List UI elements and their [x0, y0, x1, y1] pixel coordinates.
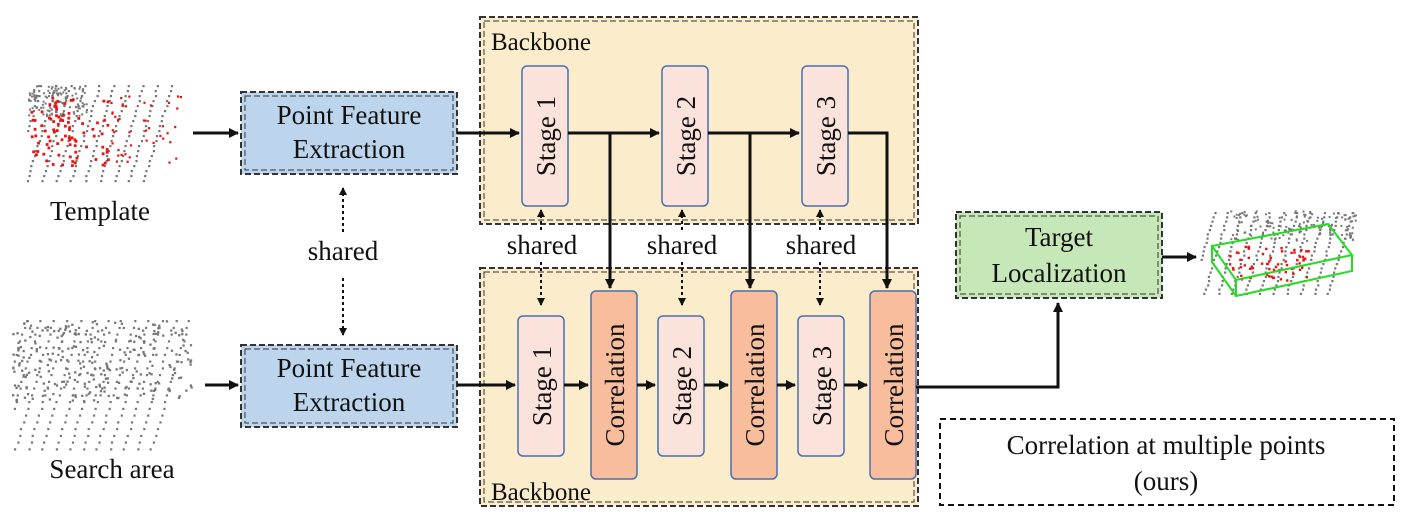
- pfe-bottom-line2: Extraction: [293, 387, 406, 417]
- pfe-bottom-box: Point Feature Extraction: [240, 344, 458, 428]
- backbone-top-title: Backbone: [491, 29, 591, 56]
- legend-line2: (ours): [1134, 466, 1198, 496]
- bottom-stage-1: Stage 1: [517, 315, 565, 457]
- backbone-bottom-title: Backbone: [491, 479, 591, 506]
- search-area-label: Search area: [49, 454, 174, 484]
- top-stage-2-label: Stage 2: [671, 96, 701, 176]
- pfe-shared-label: shared: [308, 236, 379, 266]
- top-stage-3: Stage 3: [801, 65, 849, 207]
- arrow-corr3-to-target: [916, 302, 1063, 389]
- top-stage-1: Stage 1: [521, 65, 569, 207]
- result-pointcloud-icon: [1200, 210, 1357, 298]
- stage1-shared-label: shared: [507, 230, 578, 260]
- correlation-2-label: Correlation: [740, 323, 770, 446]
- target-localization-box: Target Localization: [955, 211, 1163, 299]
- top-stage-3-label: Stage 3: [811, 96, 841, 176]
- template-label: Template: [50, 196, 150, 226]
- correlation-box-3: Correlation: [869, 290, 917, 480]
- stage2-shared-label: shared: [647, 230, 718, 260]
- top-stage-1-label: Stage 1: [531, 96, 561, 176]
- search-pointcloud-icon: [12, 320, 193, 451]
- bottom-stage-2: Stage 2: [657, 315, 705, 457]
- template-pointcloud-icon: [26, 85, 182, 183]
- bottom-stage-3: Stage 3: [797, 315, 845, 457]
- correlation-3-label: Correlation: [879, 323, 909, 446]
- correlation-box-2: Correlation: [730, 290, 778, 480]
- bottom-stage-1-label: Stage 1: [527, 346, 557, 426]
- arrow-top-to-corr3: [848, 131, 892, 289]
- correlation-box-1: Correlation: [590, 290, 638, 480]
- target-line2: Localization: [992, 258, 1127, 288]
- legend-box: Correlation at multiple points (ours): [939, 418, 1395, 506]
- legend-line1: Correlation at multiple points: [1007, 430, 1326, 460]
- pfe-top-line1: Point Feature: [277, 100, 422, 130]
- stage3-shared-label: shared: [786, 230, 857, 260]
- pfe-top-line2: Extraction: [293, 134, 406, 164]
- bottom-stage-2-label: Stage 2: [667, 346, 697, 426]
- pfe-top-box: Point Feature Extraction: [240, 91, 458, 175]
- pfe-bottom-line1: Point Feature: [277, 353, 422, 383]
- correlation-1-label: Correlation: [600, 323, 630, 446]
- target-line1: Target: [1025, 222, 1094, 252]
- top-stage-2: Stage 2: [661, 65, 709, 207]
- bottom-stage-3-label: Stage 3: [807, 346, 837, 426]
